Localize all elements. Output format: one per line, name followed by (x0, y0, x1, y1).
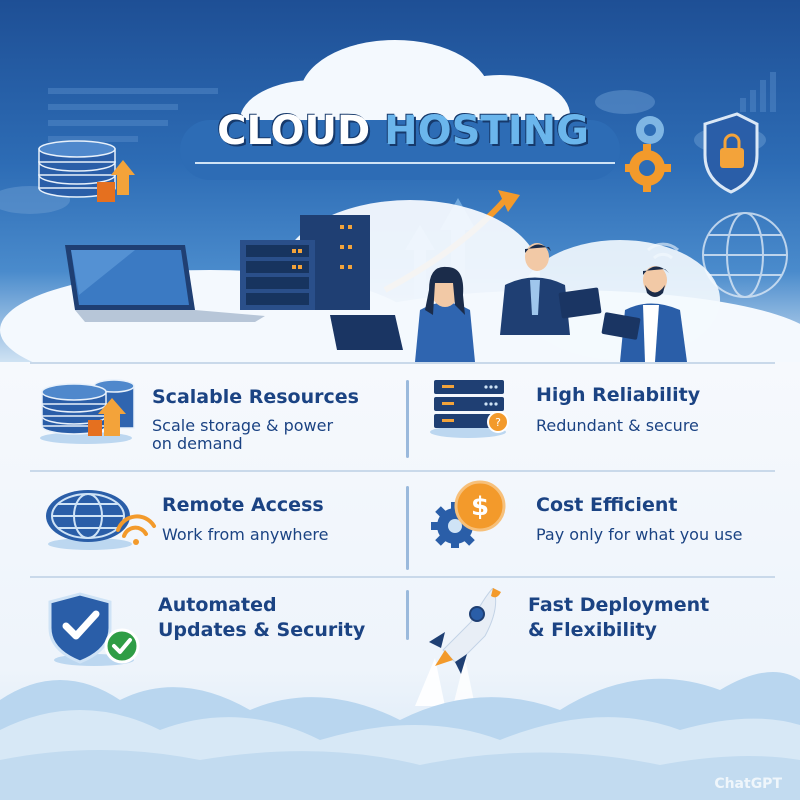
title-underline (195, 162, 615, 164)
svg-text:?: ? (495, 416, 501, 429)
feature-subtitle: Pay only for what you use (536, 525, 743, 544)
database-growth-icon (38, 140, 135, 202)
dollar-gear-icon: $ (431, 480, 506, 548)
shield-check-icon (48, 592, 140, 666)
hero-banner: CLOUD HOSTING (0, 0, 800, 362)
divider (406, 486, 409, 570)
feature-title: Scalable Resources (152, 386, 359, 408)
feature-title: Automated (158, 594, 277, 616)
divider (30, 362, 775, 364)
feature-title: High Reliability (536, 384, 701, 406)
page-title: CLOUD HOSTING (168, 108, 638, 154)
feature-title: Fast Deployment (528, 594, 710, 616)
watermark: ChatGPT (714, 776, 782, 792)
divider (30, 470, 775, 472)
feature-title: Cost Efficient (536, 494, 678, 516)
rocket-icon (415, 588, 501, 706)
title-word-cloud: CLOUD (217, 108, 371, 154)
feature-title: & Flexibility (528, 619, 657, 641)
feature-subtitle: Work from anywhere (162, 525, 329, 544)
feature-title: Updates & Security (158, 619, 366, 641)
bottom-clouds-decoration-icon (0, 672, 800, 800)
svg-text:$: $ (471, 492, 489, 522)
people-team-illustration-icon (330, 243, 687, 362)
title-word-hosting: HOSTING (384, 108, 589, 154)
server-rack-icon: ? (430, 380, 509, 438)
gears-lock-icon (625, 112, 759, 194)
feature-subtitle: on demand (152, 434, 243, 453)
database-growth-icon (40, 379, 135, 444)
laptop-icon (65, 245, 265, 322)
divider (30, 576, 775, 578)
feature-subtitle: Scale storage & power (152, 416, 334, 435)
feature-subtitle: Redundant & secure (536, 416, 699, 435)
divider (406, 590, 409, 640)
globe-wifi-icon (46, 490, 156, 550)
divider (406, 380, 409, 458)
server-rack-illustration-icon (240, 215, 370, 310)
feature-title: Remote Access (162, 494, 324, 516)
